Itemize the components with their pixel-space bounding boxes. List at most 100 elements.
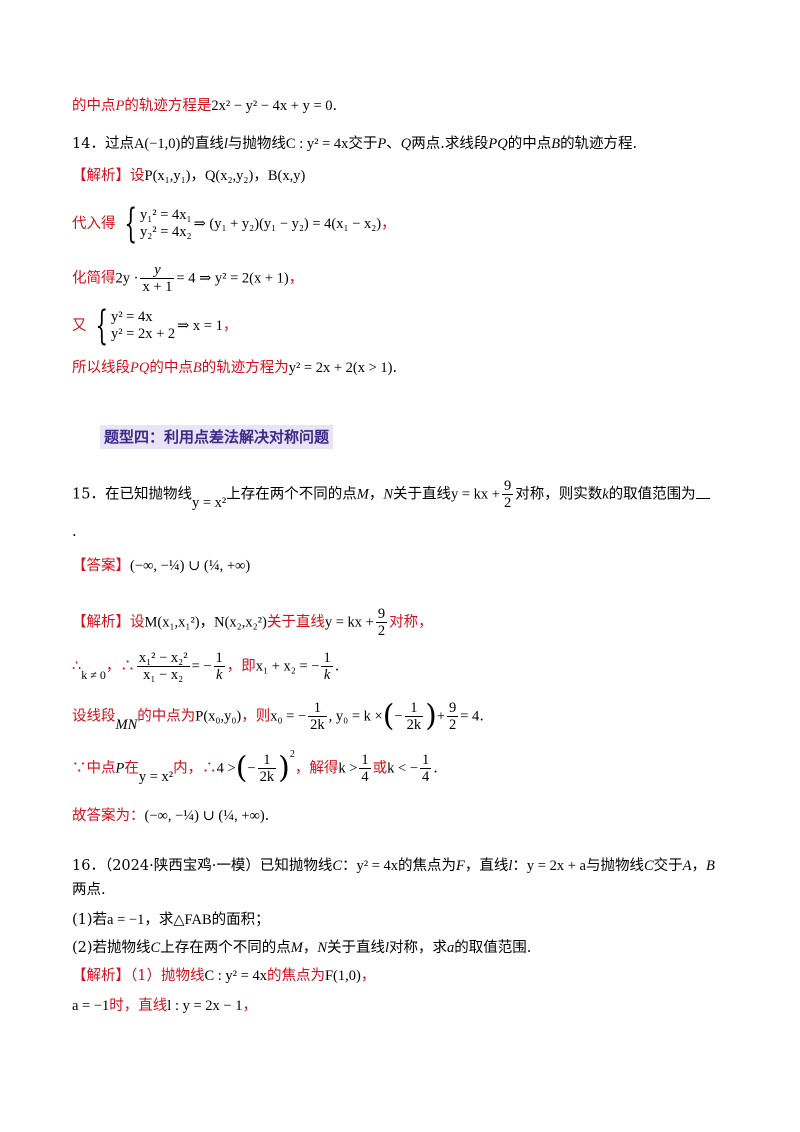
answer-blank — [695, 486, 710, 499]
numerator: 9 — [447, 700, 459, 717]
condition: a = −1 — [72, 998, 110, 1014]
var-p: P — [115, 760, 125, 777]
text: 或 — [372, 760, 388, 777]
expr: 4 > — [216, 760, 236, 777]
eq: y₁² = 4x₁ — [139, 207, 192, 223]
answer: y² = 2x + 2(x > 1) — [288, 360, 393, 376]
var-q: Q — [400, 136, 412, 152]
text: ∵中点 — [72, 760, 116, 777]
var-p: P — [115, 98, 125, 114]
text: 对称，求 — [389, 940, 448, 956]
question-16-part1: (1)若a = −1，求△FAB的面积； — [72, 910, 270, 930]
text: 的轨迹方程为 — [201, 360, 289, 376]
text: 关于直线 — [266, 614, 325, 631]
question-16: 16．（2024·陕西宝鸡·一模）已知抛物线C：y² = 4x的焦点为F，直线l… — [72, 856, 715, 876]
expr: 2y · — [115, 270, 139, 287]
var-m: M — [290, 940, 303, 956]
var-b: B — [551, 136, 561, 152]
question-16-part2: (2)若抛物线C上存在两个不同的点M，N关于直线l对称，求a的取值范围. — [72, 938, 531, 958]
var-l: l — [508, 858, 513, 874]
answer-interval: (−∞, −¼) ∪ (¼, +∞) — [144, 808, 265, 824]
sep: ， — [368, 486, 384, 503]
expr: k > — [338, 760, 358, 777]
text: 在 — [124, 760, 139, 777]
solution-14-setup: 【解析】设P(x₁,y₁)，Q(x₂,y₂)，B(x,y) — [72, 166, 305, 186]
implication: ⇒ (y₁ + y₂)(y₁ − y₂) = 4(x₁ − x₂) — [193, 216, 382, 232]
text: ，求 — [144, 912, 174, 928]
text: 对称，则实数 — [515, 486, 603, 503]
var-f: F — [456, 858, 465, 874]
text: 的中点 — [149, 360, 193, 376]
text: (1)若 — [72, 912, 108, 928]
text: 上存在两个不同的点 — [226, 486, 357, 503]
denominator: 4 — [361, 769, 369, 785]
numerator: 1 — [420, 752, 432, 769]
implication: ⇒ x = 1 — [177, 318, 223, 334]
text: 的中点 — [72, 98, 116, 114]
plus: + — [436, 708, 445, 725]
denominator: x + 1 — [142, 279, 173, 295]
text: 关于直线 — [326, 940, 385, 956]
text: 内，∴ — [173, 760, 217, 777]
therefore: ∴ — [72, 658, 82, 675]
denominator: 2 — [449, 717, 457, 733]
var-b: B — [706, 858, 715, 874]
text: 的直线 — [180, 136, 224, 152]
expr: = 4 ⇒ y² = 2(x + 1) — [176, 270, 289, 287]
solution-16-line1: 【解析】（1）抛物线C : y² = 4x的焦点为F(1,0)， — [72, 966, 375, 986]
denominator: 2 — [503, 495, 512, 511]
expr: = − — [191, 658, 212, 675]
therefore: ∴ — [120, 658, 135, 675]
var-k: k — [602, 486, 609, 503]
var-pq: PQ — [130, 360, 150, 376]
question-14: 14．过点A(−1,0)的直线l与抛物线C : y² = 4x交于P、Q两点.求… — [72, 134, 637, 154]
var-a: a — [447, 940, 455, 956]
numerator: 9 — [501, 478, 514, 495]
parabola-eq: C : y² = 4x — [204, 968, 267, 984]
var-c: C — [332, 858, 342, 874]
numerator: 1 — [359, 752, 371, 769]
text: (2)若抛物线 — [72, 940, 151, 956]
solution-15-final: 故答案为：(−∞, −¼) ∪ (¼, +∞). — [72, 808, 270, 824]
text: 上存在两个不同的点 — [160, 940, 291, 956]
parabola-eq: y² = 4x — [356, 858, 399, 874]
var-a: A — [682, 858, 692, 874]
left-brace: { — [94, 303, 108, 349]
denominator: 2k — [259, 769, 275, 785]
expr: k < − — [387, 760, 418, 777]
text: 又 — [72, 318, 87, 334]
var-m: M — [356, 486, 369, 503]
text: 的面积； — [211, 912, 270, 928]
text: 的取值范围. — [454, 940, 532, 956]
text: 与抛物线 — [227, 136, 286, 152]
numerator: 9 — [375, 606, 388, 623]
var-b: B — [192, 360, 202, 376]
var-n: N — [317, 940, 327, 956]
curve: y = x² — [191, 494, 227, 511]
denominator: k — [215, 667, 223, 683]
numerator: 1 — [257, 752, 277, 769]
condition: a = −1 — [107, 912, 145, 928]
denominator: k — [323, 667, 331, 683]
text: 的焦点为 — [266, 968, 325, 984]
numerator: 1 — [321, 650, 333, 667]
text: 交于 — [653, 858, 683, 874]
numerator: 1 — [404, 700, 424, 717]
text: 关于直线 — [393, 486, 451, 503]
eq: y₂² = 4x₂ — [139, 224, 192, 240]
sep: ， — [360, 968, 376, 984]
focus: F(1,0) — [324, 968, 361, 984]
var-mn: MN — [115, 716, 138, 733]
answer-15: 【答案】(−∞, −¼) ∪ (¼, +∞) — [72, 556, 250, 596]
text: ，则 — [241, 708, 271, 725]
text: ，直线 — [464, 858, 509, 874]
text: （1）抛物线 — [130, 968, 205, 984]
text: 的中点 — [507, 136, 552, 152]
